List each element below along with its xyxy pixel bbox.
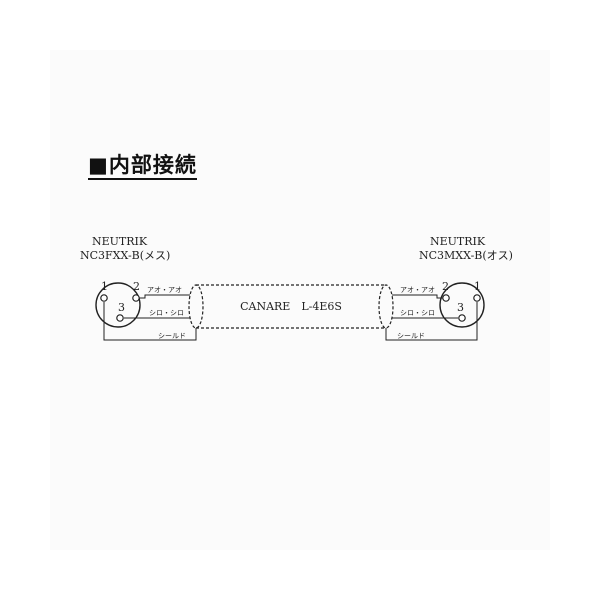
left-blue-label: アオ・アオ — [147, 286, 182, 294]
cable-outline — [196, 284, 386, 329]
cable-label: CANARE L-4E6S — [240, 300, 342, 313]
right-connector-model: NC3MXX-B(オス) — [419, 249, 513, 262]
left-pin-2 — [132, 294, 140, 302]
right-white-label: シロ・シロ — [400, 309, 435, 317]
right-pin-3-label: 3 — [457, 301, 464, 314]
right-connector-brand: NEUTRIK — [430, 235, 486, 248]
left-pin-3 — [116, 314, 124, 322]
page-title: ■内部接続 — [88, 152, 197, 180]
right-blue-wire — [392, 294, 443, 299]
right-pin-3 — [458, 314, 466, 322]
right-connector-circle — [439, 282, 485, 328]
cable-left-end — [188, 284, 204, 329]
left-connector-model: NC3FXX-B(メス) — [80, 249, 171, 262]
left-white-label: シロ・シロ — [149, 309, 184, 317]
left-shield-wire — [103, 302, 197, 341]
right-pin-1-label: 1 — [474, 280, 481, 293]
right-pin-2-label: 2 — [442, 280, 449, 293]
right-shield-label: シールド — [397, 332, 425, 340]
left-blue-wire — [139, 294, 190, 299]
cable-right-end — [378, 284, 394, 329]
left-connector-brand: NEUTRIK — [92, 235, 148, 248]
right-pin-2 — [442, 294, 450, 302]
left-pin-1-label: 1 — [101, 280, 108, 293]
left-pin-2-label: 2 — [133, 280, 140, 293]
right-blue-label: アオ・アオ — [400, 286, 435, 294]
left-connector-circle — [95, 282, 141, 328]
right-pin-1 — [473, 294, 481, 302]
left-shield-label: シールド — [158, 332, 186, 340]
left-pin-1 — [100, 294, 108, 302]
left-pin-3-label: 3 — [118, 301, 125, 314]
right-shield-wire — [385, 302, 478, 341]
